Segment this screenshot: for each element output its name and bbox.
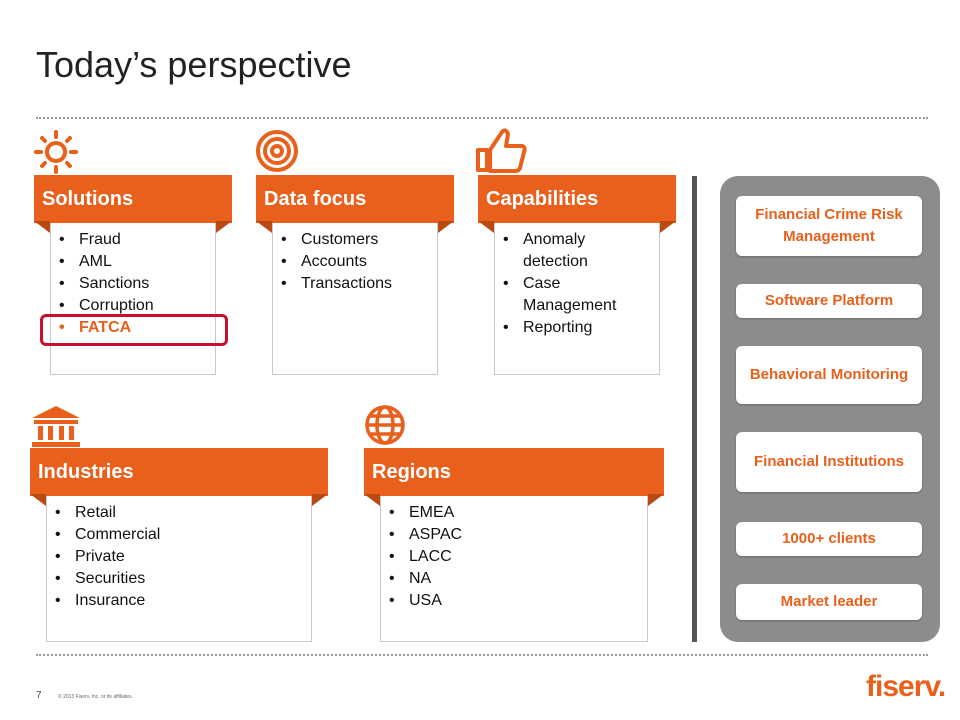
regions-heading: Regions xyxy=(372,461,451,483)
list-item: Customers xyxy=(281,229,437,251)
page-number: 7 xyxy=(36,690,42,701)
bottom-divider xyxy=(36,654,928,656)
solutions-list: Fraud AML Sanctions Corruption FATCA xyxy=(51,229,215,339)
industries-card: Industries Retail Commercial Private Sec… xyxy=(30,448,328,642)
list-item: Anomaly detection xyxy=(503,229,649,273)
list-item: Insurance xyxy=(55,590,311,612)
industries-list: Retail Commercial Private Securities Ins… xyxy=(47,502,311,612)
list-item: EMEA xyxy=(389,502,647,524)
solutions-heading: Solutions xyxy=(42,188,134,210)
data-focus-heading: Data focus xyxy=(264,188,367,210)
list-item: Accounts xyxy=(281,251,437,273)
fiserv-logo: fiserv. xyxy=(866,670,946,703)
regions-card: Regions EMEA ASPAC LACC NA USA xyxy=(364,448,664,642)
sun-icon xyxy=(34,130,78,174)
capabilities-list: Anomaly detection Case Management Report… xyxy=(495,229,659,339)
capabilities-header xyxy=(478,175,676,233)
list-item: Commercial xyxy=(55,524,311,546)
list-item: Private xyxy=(55,546,311,568)
panel-item-clients: 1000+ clients xyxy=(736,522,922,556)
regions-list-box: EMEA ASPAC LACC NA USA xyxy=(380,496,648,642)
solutions-header xyxy=(34,175,232,233)
vertical-separator xyxy=(692,176,697,642)
top-divider xyxy=(36,117,928,119)
industries-header xyxy=(30,448,328,506)
thumbs-up-icon xyxy=(476,128,527,173)
capabilities-list-box: Anomaly detection Case Management Report… xyxy=(494,223,660,375)
target-icon xyxy=(256,130,298,172)
page-title: Today’s perspective xyxy=(36,44,352,85)
list-item: Sanctions xyxy=(59,273,215,295)
list-item: USA xyxy=(389,590,647,612)
panel-item-software-platform: Software Platform xyxy=(736,284,922,318)
summary-panel: Financial Crime Risk Management Software… xyxy=(720,176,940,642)
list-item: Retail xyxy=(55,502,311,524)
list-item: Transactions xyxy=(281,273,437,295)
list-item: AML xyxy=(59,251,215,273)
list-item: Case Management xyxy=(503,273,649,317)
bank-icon xyxy=(32,406,80,447)
panel-item-financial-crime: Financial Crime Risk Management xyxy=(736,196,922,256)
list-item: Fraud xyxy=(59,229,215,251)
list-item-highlighted: FATCA xyxy=(59,317,215,339)
highlight-box xyxy=(40,314,228,346)
copyright-text: © 2013 Fiserv, Inc. or its affiliates. xyxy=(58,694,133,700)
panel-item-behavioral-monitoring: Behavioral Monitoring xyxy=(736,346,922,404)
regions-list: EMEA ASPAC LACC NA USA xyxy=(381,502,647,612)
industries-list-box: Retail Commercial Private Securities Ins… xyxy=(46,496,312,642)
data-focus-card: Data focus Customers Accounts Transactio… xyxy=(256,175,454,375)
list-item: LACC xyxy=(389,546,647,568)
list-item: ASPAC xyxy=(389,524,647,546)
industries-heading: Industries xyxy=(38,461,134,483)
list-item: NA xyxy=(389,568,647,590)
panel-item-financial-institutions: Financial Institutions xyxy=(736,432,922,492)
solutions-list-box: Fraud AML Sanctions Corruption FATCA xyxy=(50,223,216,375)
data-focus-header xyxy=(256,175,454,233)
list-item: Corruption xyxy=(59,295,215,317)
regions-header xyxy=(364,448,664,506)
list-item: Securities xyxy=(55,568,311,590)
data-focus-list-box: Customers Accounts Transactions xyxy=(272,223,438,375)
globe-icon xyxy=(365,405,405,445)
data-focus-list: Customers Accounts Transactions xyxy=(273,229,437,295)
solutions-card: Solutions Fraud AML Sanctions Corruption… xyxy=(34,175,232,375)
panel-item-market-leader: Market leader xyxy=(736,584,922,620)
capabilities-heading: Capabilities xyxy=(486,188,599,210)
list-item: Reporting xyxy=(503,317,649,339)
capabilities-card: Capabilities Anomaly detection Case Mana… xyxy=(478,175,676,375)
